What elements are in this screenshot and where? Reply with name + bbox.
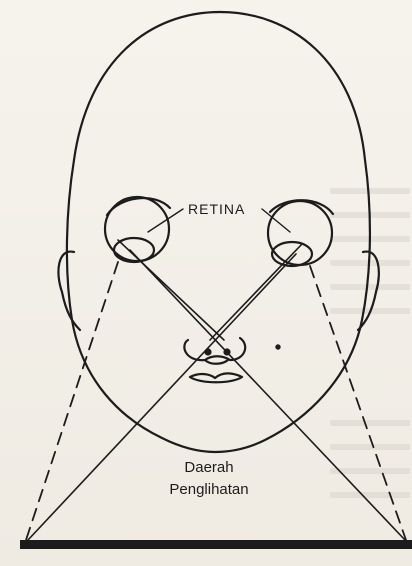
ray-right-to-center: [210, 244, 302, 340]
visual-area-label-line2: Penglihatan: [152, 479, 266, 501]
nose: [184, 338, 245, 364]
right-eye-socket: [268, 201, 332, 265]
head-outline: [67, 12, 370, 452]
retina-label: RETINA: [186, 201, 247, 217]
ray-right-outer-dashed: [310, 266, 406, 540]
ray-left-to-center: [118, 240, 224, 340]
dot-marker: [276, 345, 279, 348]
visual-area-label: Daerah Penglihatan: [152, 457, 266, 501]
ray-left-outer-dashed: [26, 262, 118, 540]
mouth: [190, 373, 242, 382]
visual-field-bar: [20, 540, 412, 549]
visual-area-label-line1: Daerah: [152, 457, 266, 479]
